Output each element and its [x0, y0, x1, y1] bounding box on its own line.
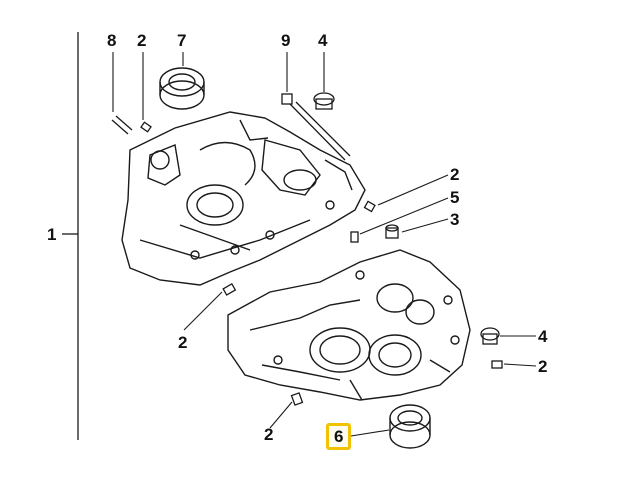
- callout-2-bottom: 2: [264, 425, 274, 444]
- callout-2-right-upper: 2: [450, 165, 460, 184]
- callout-2-left-lower: 2: [178, 333, 188, 352]
- part-2-dowel-left-lower: [222, 283, 237, 296]
- group-bracket: [62, 32, 79, 440]
- callout-6-highlighted[interactable]: 6: [326, 423, 352, 450]
- callout-5: 5: [450, 188, 460, 207]
- callout-3: 3: [450, 210, 460, 229]
- part-7-seal-ring: [159, 67, 205, 110]
- leader-lines: [112, 52, 537, 437]
- upper-crankcase-half: [121, 111, 366, 286]
- callout-2-top: 2: [137, 31, 147, 50]
- part-9-bolt: [281, 93, 351, 161]
- part-4-plug-top: [313, 92, 335, 110]
- part-5-dowel: [350, 231, 359, 243]
- lower-crankcase-half: [227, 249, 471, 401]
- part-6-seal-ring: [389, 404, 431, 449]
- part-2-dowel-top: [140, 121, 152, 133]
- part-2-dowel-bottom: [290, 392, 304, 406]
- callout-4-right: 4: [538, 327, 548, 346]
- callout-8: 8: [107, 31, 117, 50]
- part-2-dowel-right-upper: [363, 200, 376, 213]
- part-3-plug: [385, 224, 399, 239]
- part-4-plug-right: [480, 327, 500, 345]
- part-2-dowel-right-lower: [491, 360, 503, 369]
- callout-7: 7: [177, 31, 187, 50]
- callout-4-top: 4: [318, 31, 328, 50]
- callout-9: 9: [281, 31, 291, 50]
- callout-1: 1: [47, 225, 57, 244]
- callout-2-right-lower: 2: [538, 357, 548, 376]
- part-8-stud: [111, 115, 133, 135]
